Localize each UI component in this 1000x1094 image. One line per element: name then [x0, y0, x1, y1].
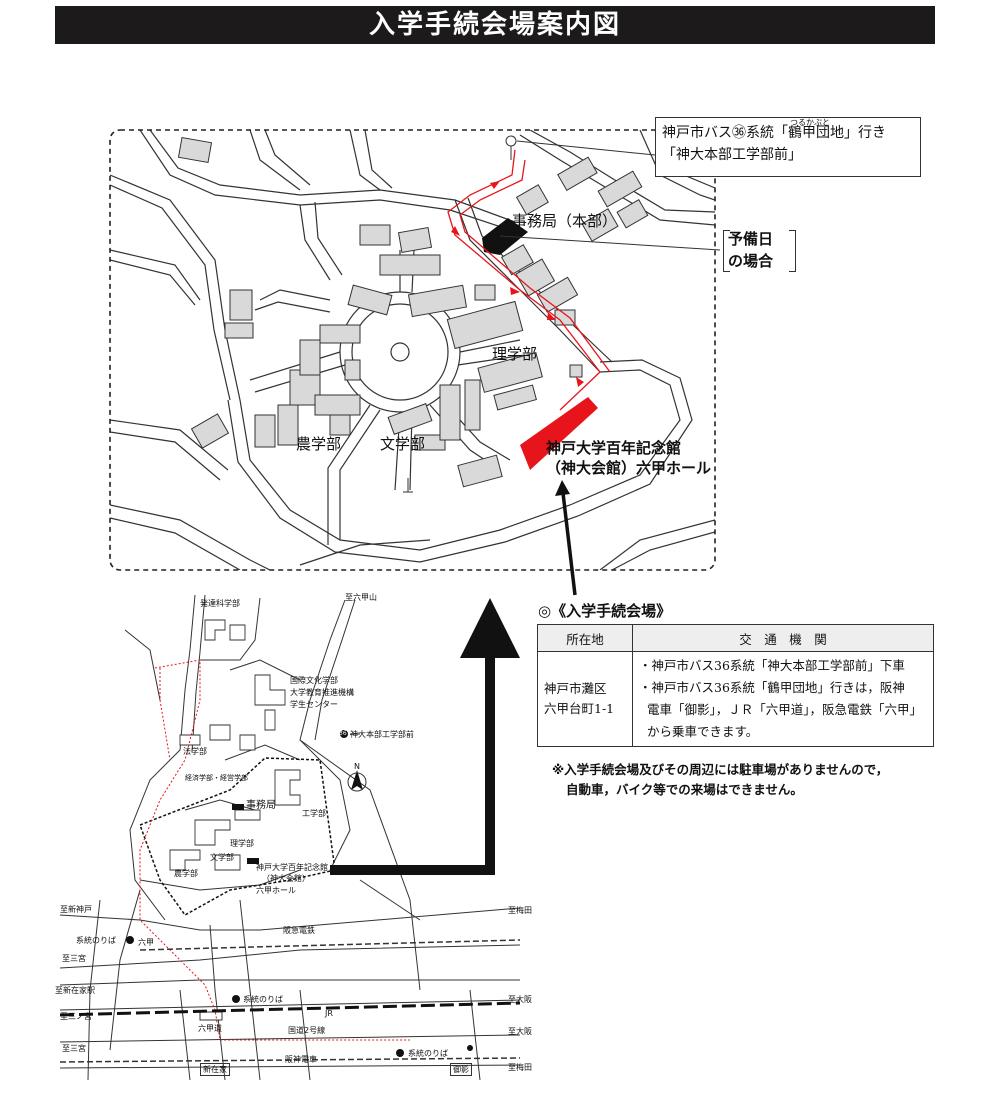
label-bus-board-3: 系統のりば — [408, 1049, 448, 1058]
label-intl-culture-2: 大学教育推進機構 — [290, 688, 354, 697]
venue-line2: （神大会館）六甲ホール — [546, 459, 712, 477]
label-venue-2: （神大会館） — [262, 874, 310, 883]
label-science: 理学部 — [492, 345, 538, 363]
label-rokkomichi: 六甲道 — [198, 1024, 222, 1033]
label-to-umeda-2: 至梅田 — [508, 1063, 532, 1072]
label-science-area: 理学部 — [230, 839, 254, 848]
bus-note-line2: 「神大本部工学部前」 — [662, 147, 802, 163]
label-rokko: 六甲 — [138, 938, 154, 947]
access-cell: ・神戸市バス36系統「神大本部工学部前」下車 ・神戸市バス36系統「鶴甲団地」行… — [632, 651, 934, 747]
label-engineering: 工学部 — [302, 809, 326, 818]
address-line1: 神戸市灘区 — [544, 681, 607, 696]
label-letters-area: 文学部 — [210, 853, 234, 862]
col-location: 所在地 — [537, 624, 633, 652]
label-to-umeda-1: 至梅田 — [508, 906, 532, 915]
label-hanshin: 阪神電車 — [285, 1055, 317, 1064]
label-bus-stop-eng: 神大本部工学部前 — [350, 730, 414, 739]
label-shinzaike: 新在家 — [200, 1063, 230, 1076]
venue-line1: 神戸大学百年記念館 — [546, 439, 682, 457]
campus-detail-map — [110, 130, 715, 570]
venue-heading: ◎《入学手続会場》 — [538, 602, 672, 620]
venue-building — [520, 397, 598, 470]
warning-line2: 自動車，バイク等での来場はできません。 — [566, 782, 803, 797]
access-line2: ・神戸市バス36系統「鶴甲団地」行きは，阪神 — [639, 680, 905, 695]
page-title: 入学手続会場案内図 — [55, 6, 935, 44]
label-law: 法学部 — [183, 747, 207, 756]
label-bus-board-1: 系統のりば — [76, 936, 116, 945]
bus-note-line1: 神戸市バス㊱系統「鶴甲団地」行き — [662, 125, 886, 141]
reserve-note: 予備日 の場合 — [728, 228, 773, 272]
address-cell: 神戸市灘区 六甲台町1-1 — [537, 651, 633, 747]
label-agri-area: 農学部 — [174, 869, 198, 878]
label-intl-culture-1: 国際文化学部 — [290, 676, 338, 685]
parking-warning: ※入学手続会場及びその周辺には駐車場がありませんので， 自動車，バイク等での来場… — [552, 760, 888, 800]
reserve-line2: の場合 — [728, 252, 774, 270]
label-route2: 国道2号線 — [288, 1026, 326, 1035]
label-to-shinzaike: 至新在家駅 — [55, 986, 95, 995]
access-line1: ・神戸市バス36系統「神大本部工学部前」下車 — [639, 658, 905, 673]
label-letters: 文学部 — [380, 435, 426, 453]
label-to-osaka-1: 至大阪 — [508, 995, 532, 1004]
bus-note-ruby: つるかぶと — [790, 118, 830, 127]
label-intl-culture-3: 学生センター — [290, 700, 338, 709]
label-to-sannomiya-3: 至三宮 — [62, 1044, 86, 1053]
label-bus-board-2: 系統のりば — [243, 995, 283, 1004]
reserve-bracket-left — [723, 230, 730, 272]
label-hankyu: 阪急電鉄 — [283, 926, 315, 935]
col-access: 交 通 機 関 — [632, 624, 934, 652]
label-to-sannomiya-2: 至三ノ宮 — [60, 1012, 92, 1021]
label-venue-3: 六甲ホール — [256, 886, 296, 895]
label-office: 事務局 — [246, 800, 276, 811]
north-label: N — [354, 762, 360, 771]
label-venue-1: 神戸大学百年記念館 — [256, 863, 328, 872]
bus-stop-eng-num: 36 — [339, 730, 347, 737]
label-mikage: 御影 — [450, 1063, 472, 1076]
label-econ: 経済学部・経営学部 — [185, 774, 248, 782]
venue-label: 神戸大学百年記念館 （神大会館）六甲ホール — [546, 438, 711, 478]
label-jr: JR — [325, 1009, 333, 1018]
label-dev-sci: 発達科学部 — [200, 599, 240, 608]
label-to-rokkosan: 至六甲山 — [345, 593, 377, 602]
warning-line1: ※入学手続会場及びその周辺には駐車場がありませんので， — [552, 762, 889, 777]
reserve-bracket-right — [789, 230, 796, 272]
address-line2: 六甲台町1-1 — [544, 701, 615, 716]
office-label: 事務局（本部） — [512, 212, 618, 230]
venue-info-table: 所在地 交 通 機 関 神戸市灘区 六甲台町1-1 ・神戸市バス36系統「神大本… — [537, 624, 934, 747]
label-to-shinkobe: 至新神戸 — [60, 905, 92, 914]
label-agriculture: 農学部 — [296, 435, 342, 453]
label-to-osaka-2: 至大阪 — [508, 1027, 532, 1036]
reserve-line1: 予備日 — [728, 230, 774, 248]
railways — [59, 939, 521, 1063]
area-map — [59, 594, 521, 1081]
label-to-sannomiya-1: 至三宮 — [62, 954, 86, 963]
bus-note-box: 神戸市バス㊱系統「鶴甲団地」行き 「神大本部工学部前」 — [655, 117, 921, 177]
access-line4: から乗車できます。 — [647, 724, 759, 739]
access-line3: 電車「御影」，ＪＲ「六甲道」，阪急電鉄「六甲」 — [647, 702, 923, 717]
